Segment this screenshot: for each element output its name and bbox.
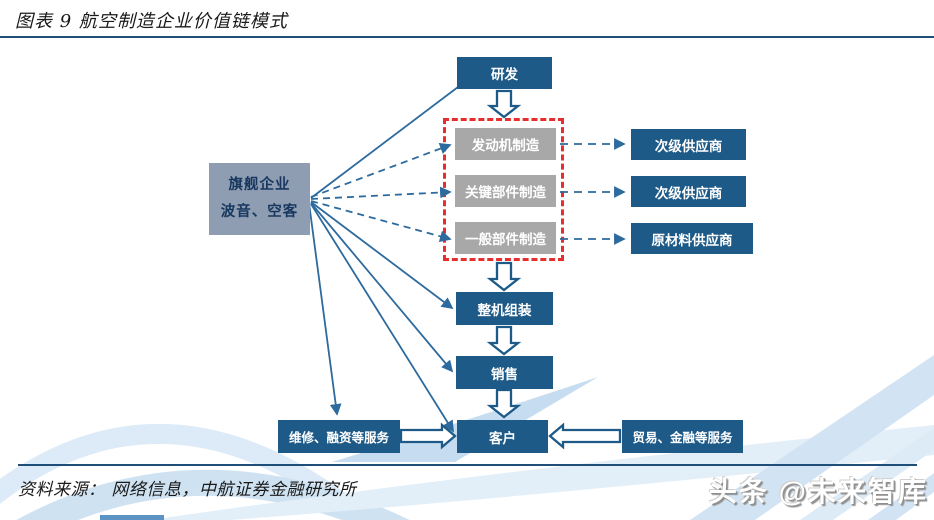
title-divider [0, 36, 934, 38]
swoosh-arc-outer [0, 423, 351, 514]
node-sub-supplier-1: 次级供应商 [631, 129, 746, 160]
streak-3 [868, 473, 934, 520]
streak-1 [690, 355, 934, 520]
source-note: 资料来源： 网络信息，中航证券金融研究所 [18, 480, 357, 500]
node-sales: 销售 [456, 356, 553, 389]
node-general-parts-manufacturing: 一般部件制造 [455, 222, 556, 254]
node-trade-finance-services: 贸易、金融等服务 [622, 420, 743, 453]
node-engine-manufacturing: 发动机制造 [455, 128, 556, 160]
flagship-label-line2: 波音、空客 [220, 204, 299, 220]
node-maintenance-financing-services: 维修、融资等服务 [278, 420, 400, 453]
node-assembly: 整机组装 [456, 292, 553, 325]
figure-title: 图表 9 航空制造企业价值链模式 [15, 11, 288, 32]
swoosh-arc-inner [16, 469, 410, 520]
streak-2 [800, 428, 934, 520]
toutiao-watermark: 头条 @未来智库 [708, 476, 928, 507]
node-customer: 客户 [457, 420, 548, 453]
node-rd: 研发 [457, 57, 552, 89]
node-raw-material-supplier: 原材料供应商 [631, 223, 753, 254]
node-sub-supplier-2: 次级供应商 [631, 176, 746, 207]
node-flagship-enterprise: 旗舰企业 波音、空客 [209, 163, 310, 235]
bottom-blue-bar [100, 515, 164, 520]
flagship-label-line1: 旗舰企业 [228, 177, 291, 194]
node-key-parts-manufacturing: 关键部件制造 [455, 175, 556, 207]
footer-divider [18, 464, 917, 466]
